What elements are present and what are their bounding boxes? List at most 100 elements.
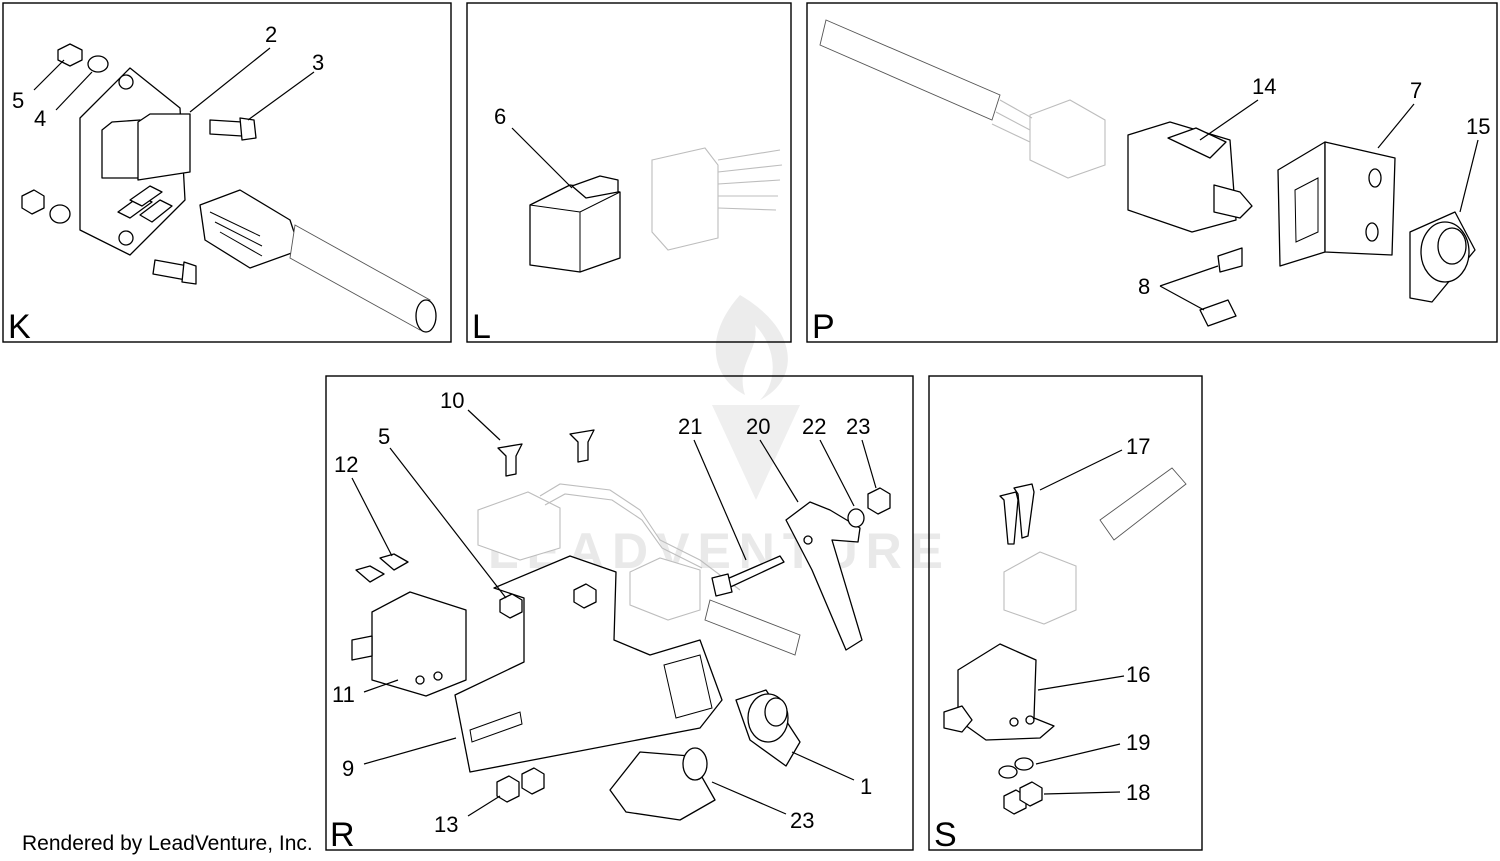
washer [87,55,109,73]
flat-head-screw [497,443,523,477]
leader-line [861,439,877,489]
panel-k-frame [2,2,452,343]
switch-plunger [682,747,708,781]
leader-line [351,477,393,557]
callout-label: 14 [1252,74,1276,99]
callout-label: 22 [802,414,826,439]
nut [521,767,545,795]
leader-line [33,59,65,91]
mount-hole [118,230,134,246]
terminal [129,185,163,207]
switch-plunger [351,635,373,661]
callout-label: 15 [1466,114,1490,139]
leader-line [363,679,399,693]
callout-label: 13 [434,812,458,837]
panel-letter: L [472,308,491,346]
hex-screw [379,553,409,571]
screw [1199,299,1237,327]
flat-head-screw [569,429,595,463]
leader-line [1043,791,1121,795]
leader-line [1459,139,1479,213]
harness-end [415,299,437,333]
relay-block-left [101,119,141,179]
panel-s-frame [928,375,1203,851]
callout-label: 19 [1126,730,1150,755]
nut [573,583,597,609]
callout-label: 6 [494,104,506,129]
bracket-window [1294,177,1319,243]
callout-label: 4 [34,106,46,131]
leader-line [467,409,501,441]
leader-line [819,439,855,507]
relay-block-right [137,113,191,181]
bolt-head [711,573,733,597]
screw [1013,483,1035,539]
leader-line [55,71,93,111]
relay-edges [529,191,621,272]
leader-line [1159,265,1219,287]
mount-hole [1025,715,1035,725]
leader-line [467,795,501,817]
callout-label: 3 [312,50,324,75]
panel-r: 10 5 12 21 20 22 23 11 9 13 1 23 R [325,375,914,854]
callout-label: 5 [378,424,390,449]
panel-letter: R [330,816,355,854]
callout-label: 20 [746,414,770,439]
panel-p: 14 7 15 8 P [806,2,1498,346]
leader-line [1035,743,1121,765]
socket-wires [717,149,783,211]
leader-line [1039,449,1123,491]
relay [529,184,621,273]
screw [1217,247,1243,273]
leader-line [247,71,315,121]
callout-label: 5 [12,88,24,113]
leader-line [711,781,787,815]
callout-label: 23 [846,414,870,439]
boot-tip [1437,227,1467,265]
leader-line [1199,99,1259,141]
harness-sleeve [1099,467,1187,541]
callout-label: 18 [1126,780,1150,805]
switch-body [371,591,467,697]
v-watermark-icon [712,405,800,500]
callout-label: 16 [1126,662,1150,687]
callout-label: 9 [342,756,354,781]
leader-line [693,439,747,561]
leader-line [1037,675,1125,691]
leader-line [511,127,573,189]
panel-letter: K [8,308,31,346]
callout-label: 10 [440,388,464,413]
harness-sleeve [289,224,431,331]
footer-credit: Rendered by LeadVenture, Inc. [22,832,313,855]
callout-label: 1 [860,774,872,799]
relay-top-tab [571,175,619,199]
callout-label: 12 [334,452,358,477]
panel-k: 2 3 5 4 K [2,2,452,346]
nut [499,593,523,619]
connector-ribs [209,211,263,257]
nut [867,487,891,515]
callout-label: 11 [332,682,355,707]
relay-socket [651,147,719,251]
leader-line [791,751,855,781]
bracket-hole [1365,222,1379,242]
panel-letter: P [812,308,835,346]
boot-tip [764,697,788,727]
ghost-wires [991,99,1033,143]
switch-rocker [1167,127,1227,159]
mount-hole [433,671,443,681]
screw-head [181,261,197,285]
callout-label: 8 [1138,274,1150,299]
switch-plunger [1213,184,1253,219]
leader-line [389,447,507,599]
callout-label: 17 [1126,434,1150,459]
leader-line [759,439,799,503]
panel-l: 6 L [466,2,792,346]
callout-label: 2 [265,22,277,47]
ghost-connector [1003,551,1077,625]
bracket-window [663,654,713,719]
washer [847,508,865,528]
nut [496,775,520,803]
panel-r-frame [325,375,914,851]
